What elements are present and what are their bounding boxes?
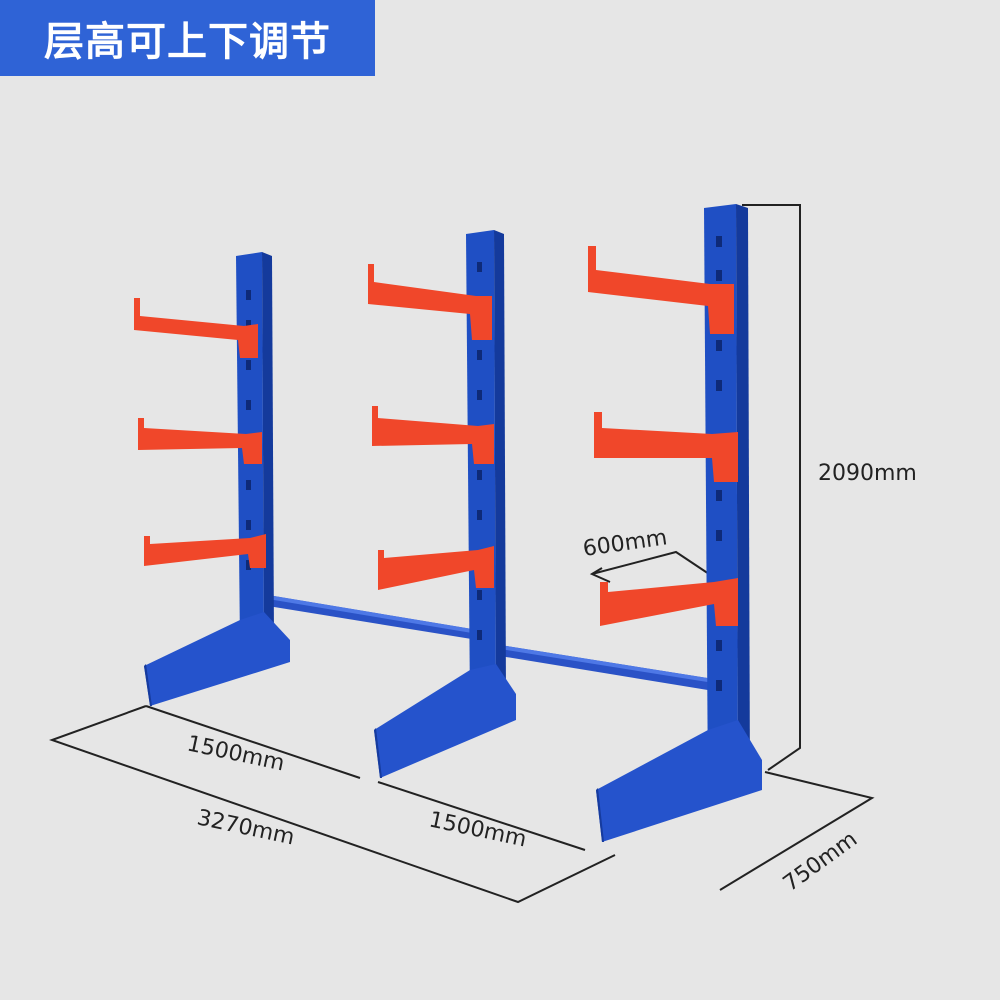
arm-3-bottom [600,578,738,626]
cantilever-arms [134,246,738,626]
arm-1-bottom [144,534,266,568]
depth-dimension-label: 750mm [779,827,862,897]
total-length-label: 3270mm [195,805,297,850]
arm-3-top [588,246,734,334]
banner-title: 层高可上下调节 [44,19,331,65]
bay-width-1-label: 1500mm [185,731,287,776]
arm-2-top [368,264,492,340]
arm-2-middle [372,406,494,464]
floor-dimension-lines [49,204,875,904]
arm-2-bottom [378,546,494,590]
title-banner: 层高可上下调节 [0,0,375,76]
arm-1-top [134,298,258,358]
upright-column-2 [374,230,516,778]
arm-3-middle [594,412,738,482]
arm-1-middle [138,418,262,464]
connecting-beams [268,595,720,692]
height-dimension-label: 2090mm [818,461,917,486]
upright-column-3 [596,204,762,842]
